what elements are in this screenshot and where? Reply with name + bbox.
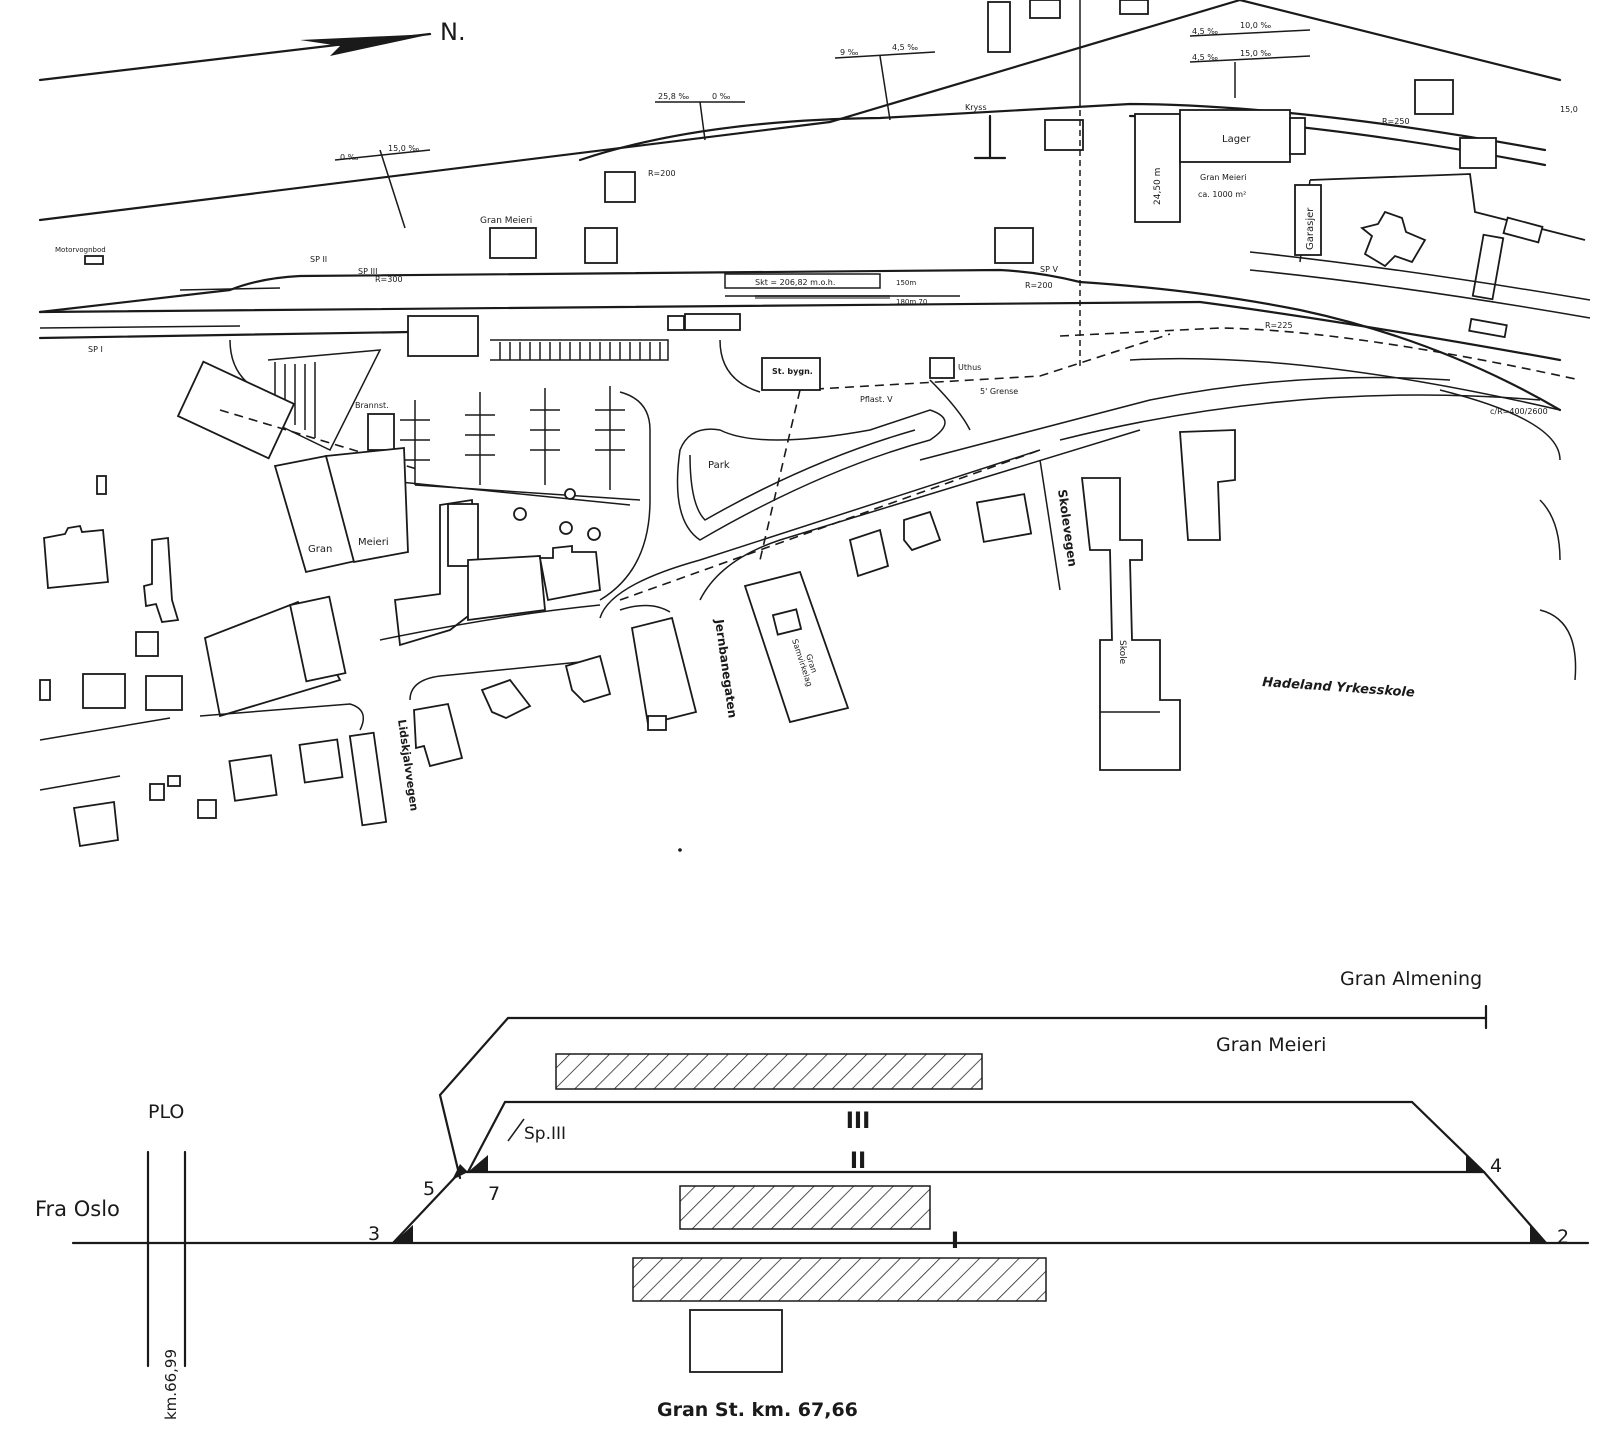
vocational-school-label: Hadeland Yrkesskole: [1262, 675, 1416, 701]
station-building: [689, 1309, 783, 1373]
track-2: [391, 1170, 1548, 1245]
gran-meieri-label: Gran Meieri: [1216, 1034, 1326, 1056]
gradient-label: 9 ‰: [840, 48, 859, 57]
outhouse-label: Uthus: [958, 363, 981, 372]
platforms: [229, 313, 741, 451]
main-line: [38, 0, 1562, 222]
park-label: Park: [708, 460, 730, 471]
switch-2: [1530, 1226, 1546, 1243]
length-label: 24,50 m: [1153, 168, 1163, 205]
gran-meieri-top-label: Gran Meieri: [480, 216, 532, 226]
dairy-area-label: ca. 1000 m²: [1198, 190, 1246, 199]
gradient-label: 0 ‰: [340, 153, 359, 162]
track-3: [466, 1100, 1486, 1174]
gradient-label: 4,5 ‰: [1192, 27, 1218, 36]
siding-almening: [438, 1016, 1488, 1180]
boundary-label: 5' Grense: [980, 387, 1018, 396]
switch-4: [1466, 1155, 1484, 1172]
gradient-label: 25,8 ‰: [658, 92, 689, 101]
platform-middle: [679, 1185, 931, 1230]
motor-shed-label: Motorvognbod: [55, 246, 106, 254]
switch-3: [393, 1225, 413, 1243]
plo-label: PLO: [148, 1101, 184, 1123]
garage-label: Garasjer: [1305, 207, 1316, 250]
dairy-label: Gran: [308, 544, 332, 555]
gradient-label: 15,0 ‰: [388, 144, 419, 153]
gran-almening-label: Gran Almening: [1340, 968, 1482, 990]
platform-main: [632, 1257, 1047, 1302]
station-height-label: Skt = 206,82 m.o.h.: [755, 278, 835, 287]
curve-label: c/R=400/2600: [1490, 407, 1548, 416]
track-1-number: I: [951, 1229, 959, 1254]
track-diagram: Gran Almening Gran Meieri PLO Fra Oslo k…: [35, 968, 1590, 1421]
dairy-building: Gran Meieri: [273, 447, 409, 574]
switch-2-label: 2: [1557, 1226, 1569, 1248]
street-label: Skolevegen: [1055, 488, 1080, 567]
dairy-complex: Lager 24,50 m Gran Meieri ca. 1000 m² Ga…: [1134, 109, 1591, 339]
km-marker-label: km.66,99: [162, 1349, 180, 1420]
radius-label: R=225: [1265, 321, 1293, 330]
gradient-label: 15,0 ‰: [1240, 49, 1271, 58]
sp3-label: Sp.III: [524, 1124, 566, 1144]
north-arrow: N.: [38, 18, 466, 82]
loading-ramps: [584, 79, 1497, 264]
dairy-area-label: Gran Meieri: [1200, 173, 1246, 182]
length-label: 150m: [896, 279, 916, 287]
gradient-label: 4,5 ‰: [1192, 53, 1218, 62]
gradient-label: 0 ‰: [712, 92, 731, 101]
school-label: Skole: [1117, 640, 1127, 665]
caption: Gran St. km. 67,66: [657, 1399, 858, 1421]
site-plan: N. 0 ‰ 15,0 ‰ 25,8 ‰ 0 ‰ 9 ‰ 4,5 ‰: [38, 0, 1591, 852]
radius-label: R=200: [648, 169, 676, 178]
switch-3-label: 3: [368, 1223, 380, 1245]
from-oslo-label: Fra Oslo: [35, 1197, 120, 1221]
paving-label: Pflast. V: [860, 395, 893, 404]
residential-buildings-west: [39, 475, 601, 741]
dairy-label: Meieri: [358, 537, 389, 548]
station-tracks: SP II SP III SP V SP I R=300 R=200 R=225…: [38, 100, 1581, 416]
length-label: 180m 70: [896, 298, 927, 306]
sp2-label: SP II: [310, 255, 327, 264]
platform-meieri: [555, 1053, 983, 1090]
street-label: Jernbanegaten: [712, 617, 740, 719]
top-buildings: Gran Meieri Motorvognbod Kryss R=200 R=2…: [55, 0, 1410, 265]
gradient-label: 10,0 ‰: [1240, 21, 1271, 30]
sp3-label: SP III: [358, 267, 378, 276]
switch-5: [452, 1164, 468, 1180]
gradient-markers: 0 ‰ 15,0 ‰ 25,8 ‰ 0 ‰ 9 ‰ 4,5 ‰ 4,5 ‰ 10…: [334, 21, 1578, 229]
radius-label: R=250: [1382, 117, 1410, 126]
track-2-number: II: [850, 1149, 866, 1174]
station-building-label: St. bygn.: [772, 367, 813, 376]
east-area: Jernbanegaten Gran Samvirkelag Skolevege…: [599, 357, 1577, 852]
crossing-label: Kryss: [965, 103, 987, 112]
parking: [379, 386, 651, 601]
switch-7-label: 7: [488, 1183, 500, 1205]
gradient-label: 4,5 ‰: [892, 43, 918, 52]
fire-station-label: Brannst.: [355, 401, 389, 410]
radius-label: R=200: [1025, 281, 1053, 290]
switch-5-label: 5: [423, 1178, 435, 1200]
sp4-label: SP V: [1040, 265, 1058, 274]
gradient-label: 15,0: [1560, 105, 1578, 114]
sp1-label: SP I: [88, 345, 103, 354]
north-label: N.: [440, 18, 466, 46]
switch-4-label: 4: [1490, 1155, 1502, 1177]
switch-7: [468, 1155, 488, 1172]
track-3-number: III: [846, 1109, 871, 1134]
radius-label: R=300: [375, 275, 403, 284]
station-building-area: St. bygn. Uthus Pflast. V 5' Grense Park…: [176, 339, 1018, 561]
lager-label: Lager: [1222, 134, 1251, 145]
